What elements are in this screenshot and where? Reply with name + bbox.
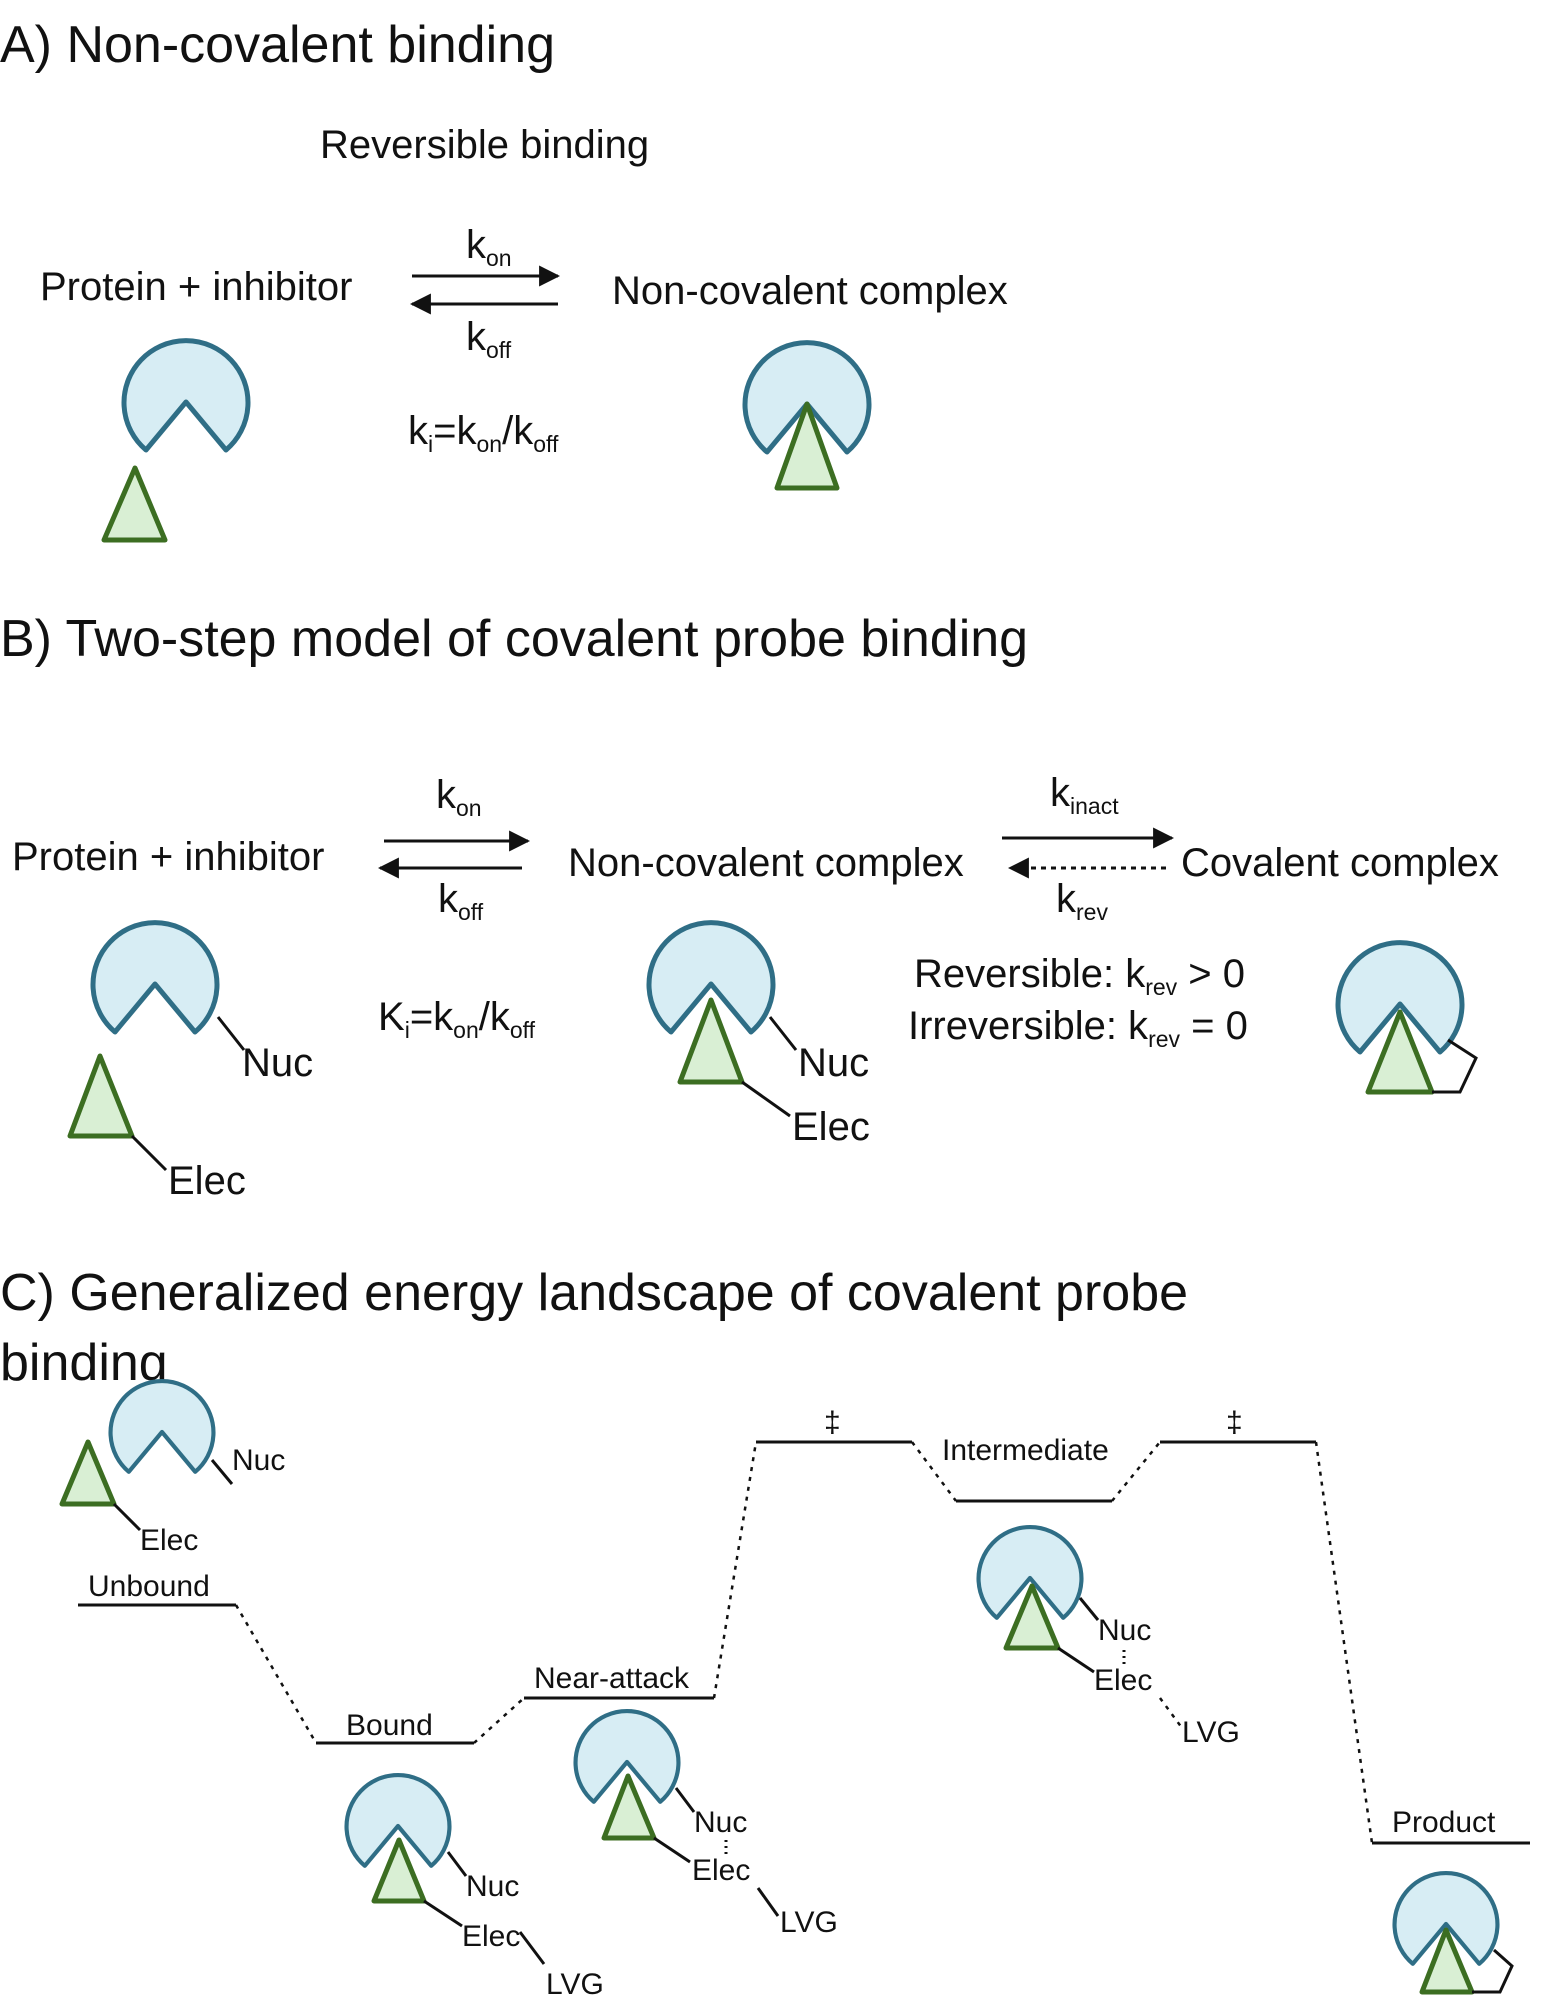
connector <box>1111 1441 1161 1502</box>
energy-path-connectors <box>234 1441 1374 1844</box>
lvg-label: LVG <box>546 1968 604 2000</box>
k-on-label: kon <box>466 223 512 271</box>
unbound-illustration: Nuc Elec <box>59 1381 285 1557</box>
transition-state-2-label: ‡ <box>1226 1406 1243 1439</box>
protein-pocket-icon <box>124 341 248 450</box>
k-off-label: koff <box>466 315 512 363</box>
elec-label: Elec <box>462 1920 520 1953</box>
nuc-label: Nuc <box>232 1444 285 1477</box>
bound-illustration: Nuc Elec LVG <box>347 1775 604 2000</box>
inhibitor-triangle-icon <box>67 1053 135 1139</box>
elec-bond <box>112 1502 142 1532</box>
nuc-bond <box>768 1016 798 1051</box>
k-on-label: kon <box>436 773 482 821</box>
panel-b-left-label: Protein + inhibitor <box>12 835 324 879</box>
covalent-bond-ring <box>1472 1948 1514 1994</box>
lvg-dotted-bond <box>1158 1697 1184 1729</box>
inhibitor-triangle-icon <box>601 1773 657 1841</box>
inhibitor-triangle-icon <box>101 465 168 543</box>
k-rev-label: krev <box>1056 877 1108 925</box>
nuc-bond <box>210 1459 234 1485</box>
irreversible-condition: Irreversible: krev = 0 <box>908 1004 1248 1052</box>
near-attack-label: Near-attack <box>534 1662 690 1695</box>
nuc-label: Nuc <box>694 1806 747 1839</box>
connector <box>910 1441 958 1502</box>
elec-bond <box>423 1899 463 1928</box>
elec-label: Elec <box>140 1524 198 1557</box>
panel-a-title: A) Non-covalent binding <box>0 16 555 74</box>
connector <box>1314 1441 1374 1844</box>
panel-a-right-label: Non-covalent complex <box>612 269 1008 313</box>
nuc-bond <box>1078 1597 1100 1621</box>
panel-b-right-label: Covalent complex <box>1181 841 1499 885</box>
energy-levels: Unbound Bound Near-attack ‡ Intermediate… <box>78 1406 1530 1845</box>
k-off-label: koff <box>438 877 484 925</box>
nuc-label: Nuc <box>466 1870 519 1903</box>
product-illustration <box>1395 1873 1514 1995</box>
panel-a-left-label: Protein + inhibitor <box>40 265 352 309</box>
protein-pocket-icon <box>93 923 217 1032</box>
lvg-label: LVG <box>1182 1716 1240 1749</box>
bound-label: Bound <box>346 1709 433 1742</box>
elec-label: Elec <box>168 1159 246 1203</box>
nuc-bond <box>674 1787 696 1813</box>
near-attack-illustration: Nuc Elec LVG <box>576 1711 838 1939</box>
nuc-bond <box>446 1851 468 1877</box>
nuc-label: Nuc <box>242 1041 313 1085</box>
lvg-bond <box>756 1887 780 1917</box>
reversible-condition: Reversible: krev > 0 <box>914 952 1245 1000</box>
panel-c: C) Generalized energy landscape of coval… <box>0 1264 1530 2000</box>
elec-label: Elec <box>1094 1664 1152 1697</box>
inhibitor-triangle-icon <box>59 1439 117 1507</box>
panel-a-equilibrium-arrows: kon koff <box>409 223 561 363</box>
nuc-bond <box>216 1016 246 1051</box>
elec-label: Elec <box>792 1105 870 1149</box>
panel-b-title: B) Two-step model of covalent probe bind… <box>0 610 1028 668</box>
panel-b-inactivation-arrows: kinact krev <box>1002 771 1175 925</box>
panel-a: A) Non-covalent binding Reversible bindi… <box>0 16 1008 543</box>
inhibitor-triangle-icon <box>371 1837 427 1904</box>
lvg-bond <box>518 1931 546 1965</box>
nuc-label: Nuc <box>798 1041 869 1085</box>
inhibitor-triangle-icon <box>1419 1927 1475 1995</box>
panel-c-title-line1: C) Generalized energy landscape of coval… <box>0 1264 1188 1322</box>
nuc-label: Nuc <box>1098 1614 1151 1647</box>
covalent-inhibitor-triangle-icon <box>1365 1009 1435 1095</box>
panel-a-subtitle: Reversible binding <box>320 123 649 167</box>
elec-bond <box>653 1836 691 1864</box>
connector <box>473 1697 525 1744</box>
panel-b: B) Two-step model of covalent probe bind… <box>0 610 1499 1203</box>
elec-bond <box>741 1080 791 1118</box>
intermediate-illustration: Nuc Elec LVG <box>979 1527 1240 1749</box>
intermediate-label: Intermediate <box>942 1434 1109 1467</box>
complex-inhibitor-triangle-icon <box>677 997 745 1085</box>
product-label: Product <box>1392 1806 1496 1839</box>
connector <box>234 1604 318 1744</box>
elec-label: Elec <box>692 1854 750 1887</box>
panel-c-title-line2: binding <box>0 1334 168 1392</box>
inhibitor-triangle-icon <box>1003 1583 1061 1651</box>
elec-bond <box>130 1134 168 1172</box>
covalent-bond-ring <box>1432 1038 1478 1094</box>
panel-b-equation: Ki=kon/koff <box>378 995 536 1043</box>
unbound-label: Unbound <box>88 1570 210 1603</box>
k-inact-label: kinact <box>1050 771 1119 819</box>
elec-bond <box>1057 1646 1095 1674</box>
lvg-label: LVG <box>780 1906 838 1939</box>
panel-a-equation: ki=kon/koff <box>408 409 559 457</box>
transition-state-1-label: ‡ <box>824 1406 841 1439</box>
panel-b-mid-label: Non-covalent complex <box>568 841 964 885</box>
connector <box>712 1441 758 1699</box>
panel-b-equilibrium-arrows: kon koff <box>377 773 531 925</box>
complex-inhibitor-triangle-icon <box>774 401 840 491</box>
